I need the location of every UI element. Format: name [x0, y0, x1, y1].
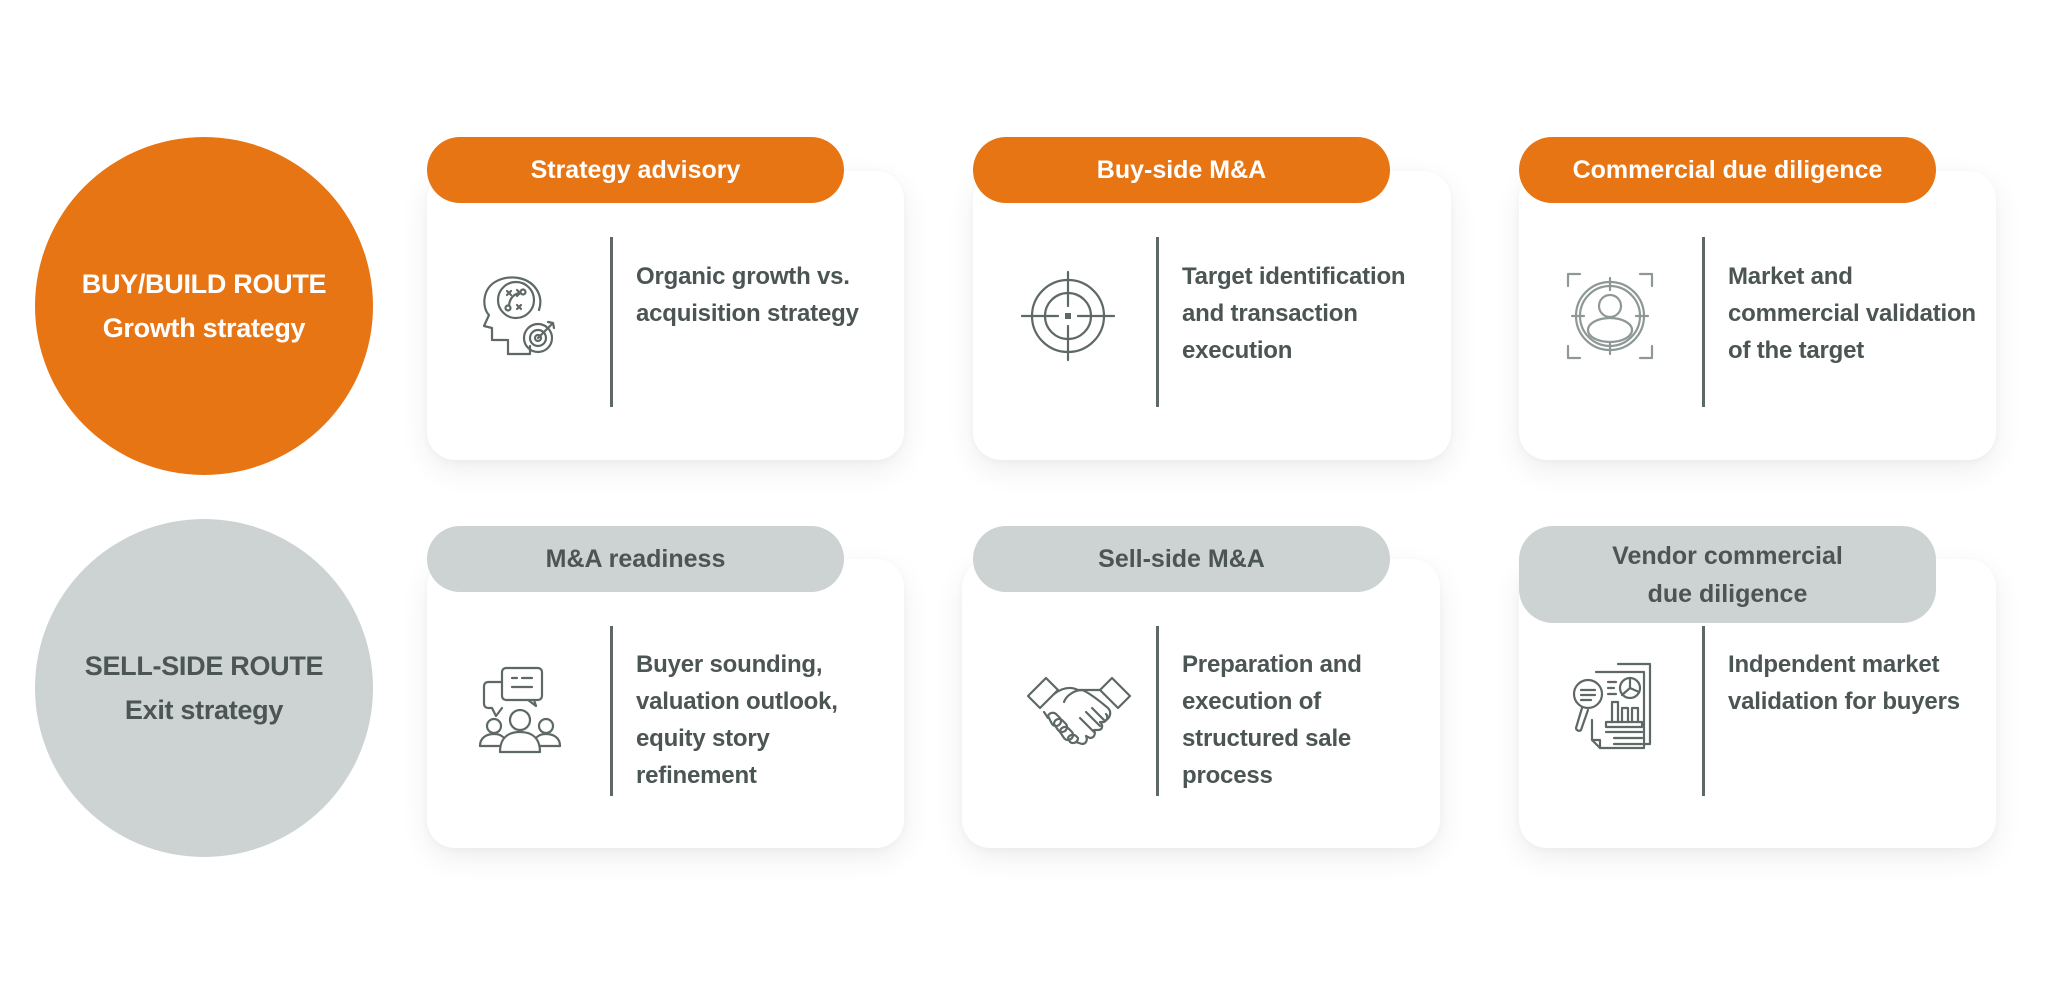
service-label: M&A readiness [545, 545, 726, 573]
service-label: Strategy advisory [530, 156, 741, 184]
service-label-pill: Commercial due diligence [1519, 137, 1936, 203]
service-label-pill: Buy-side M&A [973, 137, 1390, 203]
service-description: Organic growth vs. acquisition strategy [636, 263, 859, 327]
service-label-line-2: due diligence [1647, 579, 1808, 608]
report-analysis-icon [1566, 658, 1662, 754]
service-label: Buy-side M&A [1096, 156, 1267, 184]
crosshair-target-icon [1020, 268, 1116, 364]
route-title: SELL-SIDE ROUTE [84, 651, 324, 681]
card-divider [1702, 626, 1705, 796]
group-discussion-icon [472, 660, 568, 756]
service-label-line-1: Vendor commercial [1612, 541, 1843, 570]
route-subtitle: Exit strategy [124, 695, 284, 725]
card-body [1519, 171, 1996, 460]
card-divider [1702, 237, 1705, 407]
service-label-pill: M&A readiness [427, 526, 844, 592]
route-subtitle: Growth strategy [102, 313, 306, 343]
card-divider [610, 237, 613, 407]
sell-side-route-circle: SELL-SIDE ROUTE Exit strategy [35, 519, 373, 857]
service-description: Market and commercial validation of the … [1728, 263, 1976, 364]
handshake-icon [1024, 660, 1134, 756]
service-description: Target identification and transaction ex… [1182, 263, 1406, 364]
head-strategy-target-icon [468, 268, 564, 364]
service-description: Preparation and execution of structured … [1182, 651, 1362, 789]
card-body [962, 559, 1440, 848]
service-description: Indpendent market validation for buyers [1728, 651, 1960, 715]
card-divider [610, 626, 613, 796]
service-label-pill: Strategy advisory [427, 137, 844, 203]
service-description: Buyer sounding, valuation outlook, equit… [636, 651, 838, 789]
user-focus-target-icon [1562, 268, 1658, 364]
service-label-pill: Vendor commercial due diligence [1519, 526, 1936, 623]
service-label: Commercial due diligence [1572, 156, 1883, 184]
buy-build-route-circle: BUY/BUILD ROUTE Growth strategy [35, 137, 373, 475]
service-label-pill: Sell-side M&A [973, 526, 1390, 592]
service-label: Sell-side M&A [1098, 545, 1265, 573]
card-body [427, 559, 904, 848]
card-divider [1156, 626, 1159, 796]
card-divider [1156, 237, 1159, 407]
route-title: BUY/BUILD ROUTE [81, 269, 327, 299]
